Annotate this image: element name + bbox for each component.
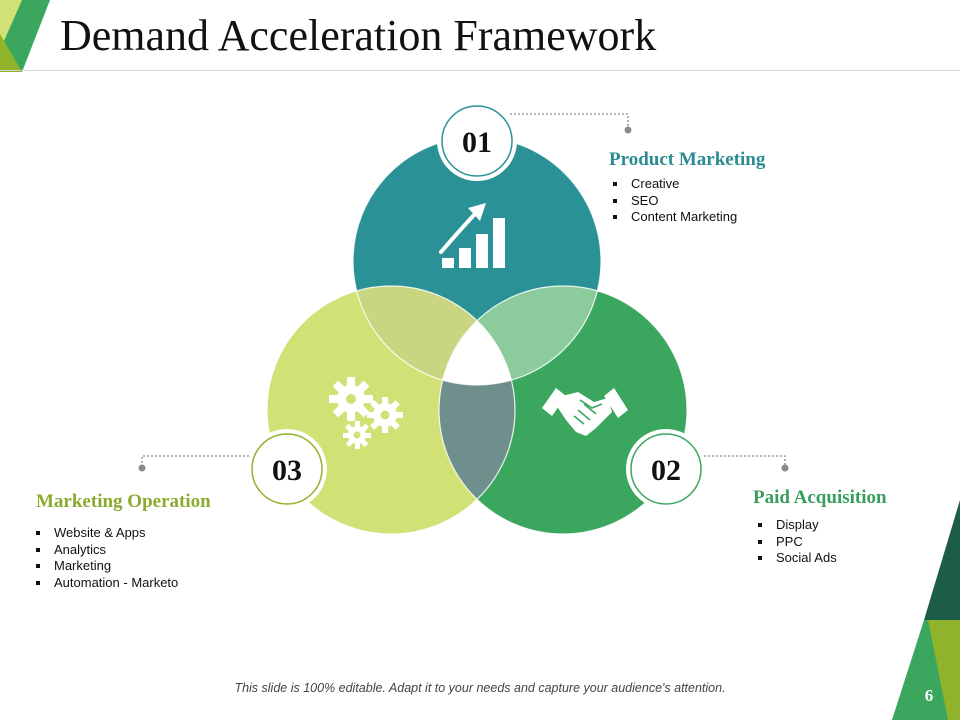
connector-02-dot (781, 464, 789, 472)
heading-product-marketing: Product Marketing (609, 149, 766, 170)
badge-01-number: 01 (462, 126, 492, 159)
list-item: Automation - Marketo (32, 575, 178, 592)
page-number: 6 (924, 686, 934, 705)
badge-01: 01 (437, 101, 517, 181)
bar-chart-growth-icon (439, 203, 505, 268)
list-item: Analytics (32, 542, 178, 559)
slide-title: Demand Acceleration Framework (60, 11, 657, 60)
list-product-marketing: Creative SEO Content Marketing (609, 176, 737, 226)
list-item: Social Ads (754, 550, 837, 567)
connector-02 (700, 455, 786, 465)
connector-03-dot (138, 464, 146, 472)
heading-paid-acquisition: Paid Acquisition (753, 487, 887, 508)
gears-icon (329, 377, 403, 449)
list-item: PPC (754, 534, 837, 551)
badge-02-number: 02 (651, 454, 681, 487)
footer-note: This slide is 100% editable. Adapt it to… (234, 681, 726, 695)
connector-03 (141, 455, 253, 465)
connector-01-dot (624, 126, 632, 134)
list-item: Display (754, 517, 837, 534)
list-paid-acquisition: Display PPC Social Ads (754, 517, 837, 567)
list-item: SEO (609, 193, 737, 210)
connector-01 (510, 113, 629, 128)
overlap-product-operation (353, 286, 515, 385)
handshake-icon (542, 388, 628, 436)
list-marketing-operation: Website & Apps Analytics Marketing Autom… (32, 525, 178, 591)
top-left-corner-decoration (0, 0, 50, 72)
heading-marketing-operation: Marketing Operation (36, 491, 211, 512)
bottom-right-corner-decoration (892, 500, 960, 720)
list-item: Marketing (32, 558, 178, 575)
badge-03: 03 (247, 429, 327, 509)
list-item: Creative (609, 176, 737, 193)
list-item: Content Marketing (609, 209, 737, 226)
badge-03-number: 03 (272, 454, 302, 487)
overlap-product-paid (439, 286, 601, 385)
badge-02: 02 (626, 429, 706, 509)
title-divider (0, 70, 960, 71)
list-item: Website & Apps (32, 525, 178, 542)
